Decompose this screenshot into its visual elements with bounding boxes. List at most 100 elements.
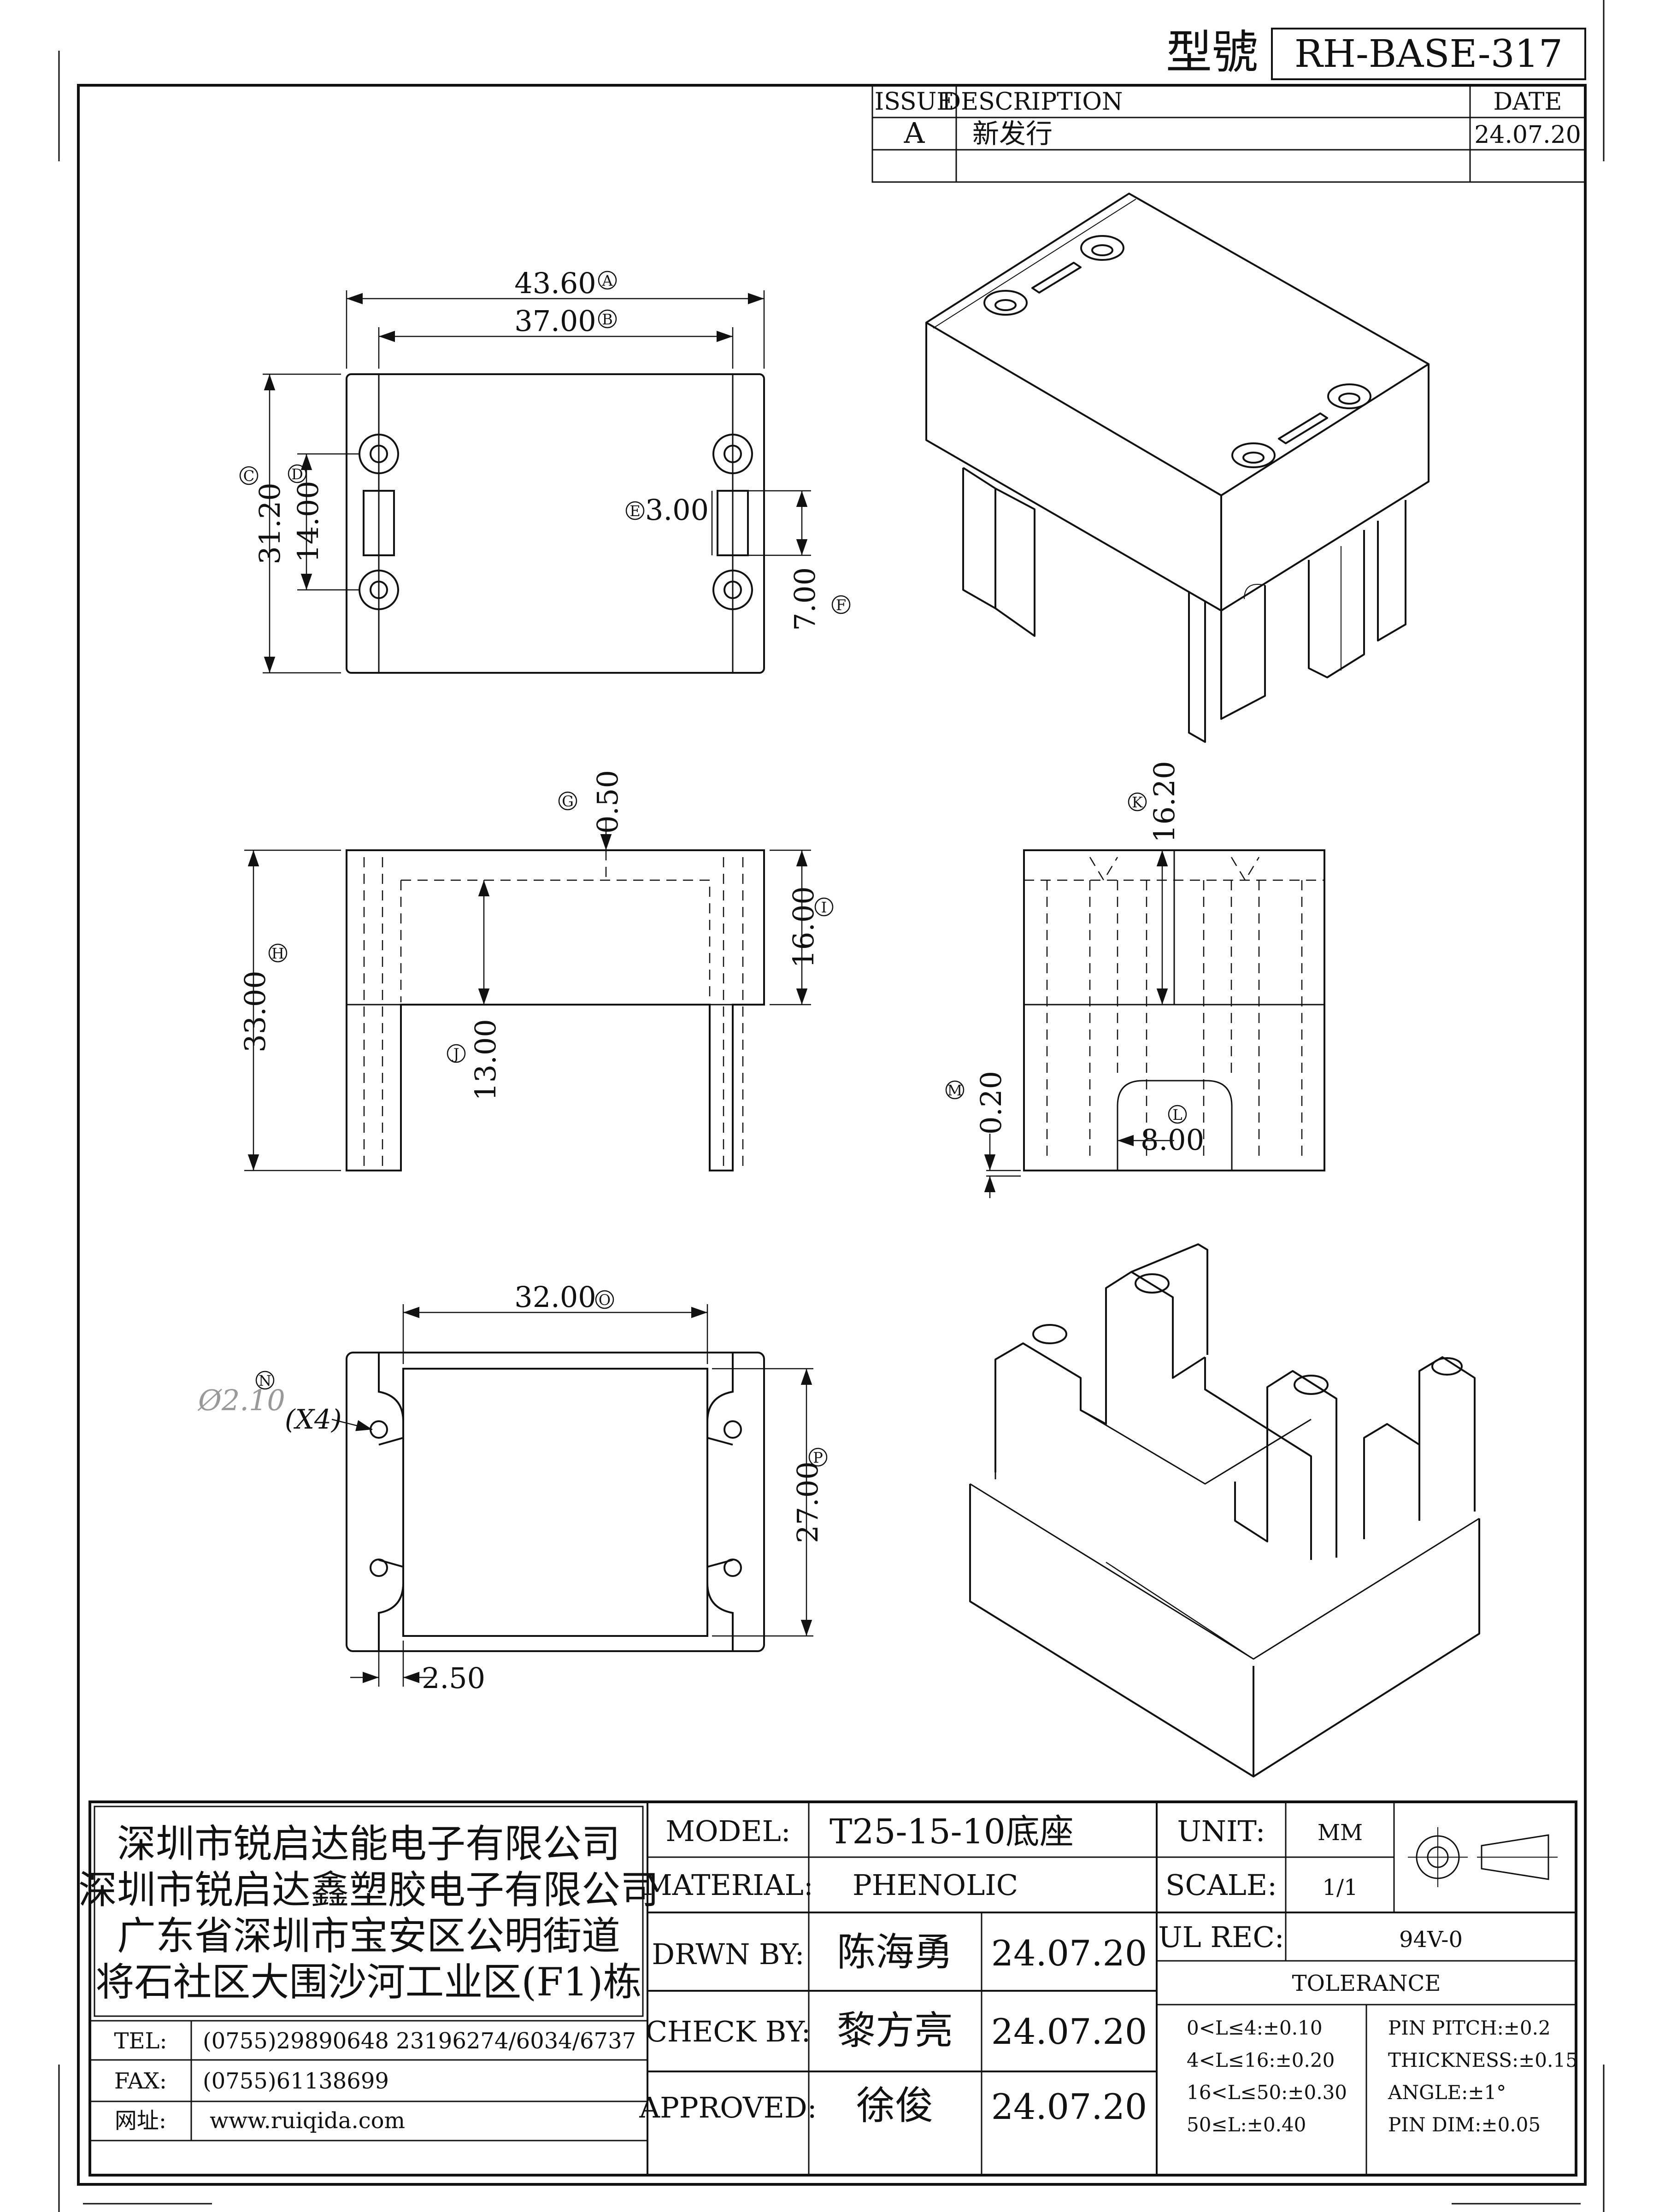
dim-D-value: 14.00 — [291, 481, 325, 563]
tolerance-left-2: 4<L≤16:±0.20 — [1187, 2049, 1335, 2071]
top-view-dimensions — [263, 290, 811, 674]
drawn-by-name: 陈海勇 — [837, 1930, 953, 1975]
approved-date: 24.07.20 — [991, 2086, 1147, 2127]
tag-I: I — [814, 897, 834, 917]
tag-K: K — [1128, 792, 1147, 812]
web-value: www.ruiqida.com — [210, 2108, 405, 2134]
tag-F: F — [831, 595, 851, 614]
tag-G: G — [558, 791, 577, 811]
svg-text:B: B — [602, 311, 613, 328]
dim-K-value: 16.20 — [1147, 761, 1181, 843]
tel-label: TEL: — [114, 2028, 167, 2054]
sheet-frame — [58, 0, 1605, 2212]
side-view — [1023, 849, 1325, 1171]
tag-B: B — [598, 309, 617, 329]
description-header: DESCRIPTION — [941, 88, 1123, 116]
company-info: 深圳市锐启达能电子有限公司 深圳市锐启达鑫塑胶电子有限公司 广东省深圳市宝安区公… — [78, 1821, 659, 2134]
dimension-tags: A B C D E F G H I J K L M N O P — [239, 271, 1187, 1467]
bottom-view-dimensions — [331, 1304, 813, 1687]
dim-N-quantity: (X4) — [285, 1404, 341, 1435]
dim-P-value: 27.00 — [791, 1461, 824, 1543]
front-view-hidden-lines — [363, 850, 744, 1171]
svg-text:L: L — [1172, 1106, 1182, 1124]
svg-text:E: E — [629, 502, 640, 520]
tolerance-left-1: 0<L≤4:±0.10 — [1187, 2017, 1323, 2039]
top-view — [346, 373, 765, 674]
side-view-dimensions — [984, 850, 1174, 1198]
tag-J: J — [447, 1044, 466, 1063]
model-label: 型號 — [1166, 25, 1258, 79]
tag-L: L — [1168, 1105, 1187, 1124]
tag-P: P — [808, 1447, 828, 1467]
tag-N: N — [255, 1371, 275, 1390]
check-by-label: CHECK BY: — [646, 2015, 811, 2048]
material-field-value: PHENOLIC — [853, 1868, 1018, 1902]
dim-O-value: 32.00 — [514, 1280, 596, 1314]
svg-text:M: M — [947, 1082, 963, 1099]
svg-text:O: O — [599, 1291, 611, 1309]
tag-E: E — [625, 501, 645, 520]
dim-E-value: 3.00 — [645, 493, 709, 527]
unit-value: MM — [1318, 1820, 1363, 1846]
tag-O: O — [595, 1290, 614, 1309]
svg-text:F: F — [836, 596, 846, 614]
check-by-name: 黎方亮 — [837, 2008, 953, 2053]
isometric-view-bottom — [969, 1243, 1480, 1777]
dim-A-value: 43.60 — [514, 266, 596, 300]
model-field-value: T25-15-10底座 — [830, 1812, 1074, 1852]
unit-label: UNIT: — [1177, 1814, 1265, 1848]
tag-C: C — [239, 466, 259, 485]
company-line-3: 广东省深圳市宝安区公明街道 — [117, 1913, 620, 1959]
company-line-1: 深圳市锐启达能电子有限公司 — [117, 1821, 620, 1866]
ul-label: UL REC: — [1158, 1920, 1284, 1954]
scale-label: SCALE: — [1165, 1868, 1277, 1902]
revision-date: 24.07.20 — [1474, 121, 1581, 149]
revision-description: 新发行 — [972, 118, 1053, 149]
svg-text:A: A — [601, 272, 613, 289]
side-view-hidden-lines — [1024, 857, 1324, 1161]
scale-value: 1/1 — [1322, 1875, 1358, 1900]
tolerance-right-1: PIN PITCH:±0.2 — [1388, 2017, 1551, 2039]
svg-text:N: N — [259, 1372, 271, 1389]
svg-text:J: J — [452, 1045, 459, 1063]
tolerance-right-3: ANGLE:±1° — [1388, 2081, 1506, 2104]
tolerance-right-4: PIN DIM:±0.05 — [1388, 2113, 1541, 2136]
dim-wall-value: 2.50 — [422, 1661, 485, 1695]
front-view-dimensions — [244, 820, 811, 1171]
tel-value: (0755)29890648 23196274/6034/6737 — [203, 2028, 636, 2054]
dim-H-value: 33.00 — [238, 971, 272, 1053]
svg-text:H: H — [271, 945, 284, 962]
svg-text:K: K — [1132, 794, 1143, 811]
svg-text:P: P — [813, 1449, 823, 1466]
dim-F-value: 7.00 — [788, 567, 822, 631]
tolerance-right-2: THICKNESS:±0.15 — [1388, 2049, 1578, 2071]
issue-header: ISSUE — [875, 88, 954, 116]
fax-label: FAX: — [114, 2068, 167, 2094]
title-block-fields: MODEL: T25-15-10底座 MATERIAL: PHENOLIC DR… — [639, 1812, 1577, 2136]
svg-text:C: C — [243, 467, 254, 485]
dim-N-value: Ø2.10 — [197, 1383, 285, 1417]
revision-issue: A — [904, 116, 925, 150]
title-block — [88, 1800, 1577, 2177]
dim-J-value: 13.00 — [469, 1019, 502, 1101]
tolerance-left-4: 50≤L:±0.40 — [1187, 2113, 1306, 2136]
web-label: 网址: — [115, 2108, 166, 2134]
svg-text:I: I — [821, 899, 827, 916]
company-line-2: 深圳市锐启达鑫塑胶电子有限公司 — [78, 1867, 659, 1912]
revision-table: ISSUE DESCRIPTION DATE A 新发行 24.07.20 — [871, 84, 1586, 183]
fax-value: (0755)61138699 — [203, 2068, 389, 2094]
tag-D: D — [288, 464, 307, 483]
svg-text:G: G — [562, 793, 574, 810]
model-field-label: MODEL: — [665, 1814, 790, 1848]
front-view — [346, 849, 765, 1171]
model-number: RH-BASE-317 — [1294, 32, 1563, 76]
ul-value: 94V-0 — [1399, 1927, 1463, 1953]
dim-I-value: 16.00 — [787, 886, 820, 968]
approved-by-name: 徐俊 — [856, 2083, 934, 2128]
date-header: DATE — [1493, 88, 1562, 116]
tolerance-label: TOLERANCE — [1292, 1971, 1441, 1996]
dim-L-value: 8.00 — [1141, 1123, 1204, 1157]
dim-B-value: 37.00 — [514, 304, 596, 338]
svg-text:D: D — [291, 465, 303, 483]
